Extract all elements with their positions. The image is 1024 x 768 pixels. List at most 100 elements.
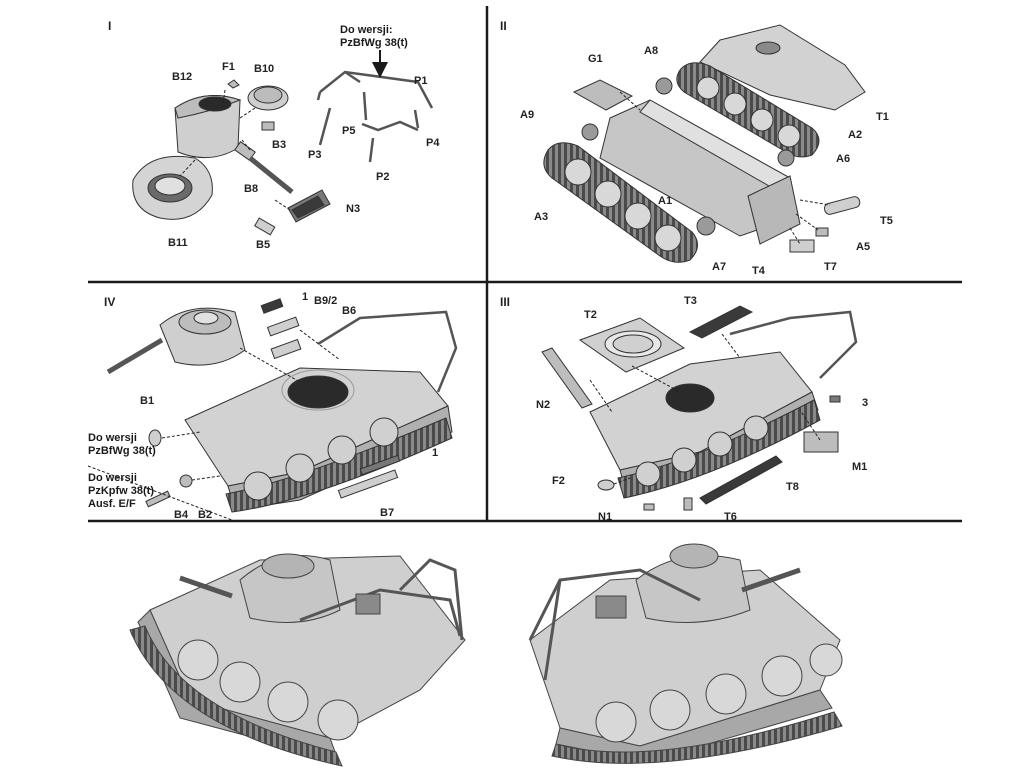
part-n3-plate: [287, 189, 331, 223]
label-b9-2: B9/2: [314, 295, 338, 307]
panel-3-hull: [589, 351, 821, 499]
part-p-supports: [318, 91, 420, 163]
part-n2: [541, 347, 593, 409]
label-b7: B7: [380, 507, 395, 519]
label-t6: T6: [724, 511, 737, 523]
part-a3-left-track: [543, 142, 698, 263]
label-a6: A6: [836, 153, 851, 165]
panel-number-2: II: [500, 19, 507, 33]
part-a6: [777, 149, 795, 167]
label-b11: B11: [168, 237, 188, 249]
part-t6: [683, 497, 693, 511]
label-b3: B3: [272, 139, 287, 151]
label-b12: B12: [172, 71, 193, 83]
panel-1-variant-note: Do wersji: PzBfWg 38(t): [340, 24, 408, 49]
label-a2: A2: [848, 129, 863, 141]
part-a7: [696, 216, 716, 236]
part-a8: [655, 77, 673, 95]
label-t1: T1: [876, 111, 889, 123]
label-1b: 1: [432, 447, 439, 459]
panel-3-antenna-frame: [729, 310, 858, 379]
label-b2: B2: [198, 509, 213, 521]
render-right-finished-tank: [528, 543, 843, 764]
label-b4: B4: [174, 509, 189, 521]
label-p1: P1: [414, 75, 428, 87]
part-b8-gun: [234, 141, 294, 194]
label-t5: T5: [880, 215, 893, 227]
part-b11-turret-ring: [132, 155, 213, 220]
panel-4-turret: [106, 307, 246, 375]
label-p2: P2: [376, 171, 390, 183]
part-b12-turret-shell: [174, 95, 242, 159]
part-b5: [254, 217, 276, 236]
part-b2: [179, 474, 193, 488]
part-a2-right-track: [676, 62, 820, 158]
label-g1: G1: [588, 53, 603, 65]
part-f1: [227, 79, 240, 89]
part-b6: [266, 316, 300, 337]
part-t2-turret-ring-plate: [578, 317, 686, 373]
label-t4: T4: [752, 265, 765, 277]
label-a3: A3: [534, 211, 549, 223]
panel-3-assembly: [541, 305, 858, 511]
label-f1: F1: [222, 61, 235, 73]
part-b10-hatch-cover: [247, 85, 289, 111]
part-f2: [597, 479, 615, 491]
label-p3: P3: [308, 149, 322, 161]
label-t2: T2: [584, 309, 597, 321]
label-p5: P5: [342, 125, 356, 137]
label-3: 3: [862, 397, 869, 409]
label-a8: A8: [644, 45, 659, 57]
panel-2-hull-parts: [543, 24, 866, 263]
label-b1: B1: [140, 395, 155, 407]
part-t8: [699, 455, 783, 505]
part-1b: [359, 454, 401, 476]
part-b6b: [270, 338, 302, 360]
label-a5: A5: [856, 241, 871, 253]
part-t3: [688, 305, 754, 339]
part-b1: [148, 429, 162, 447]
label-m1: M1: [852, 461, 868, 473]
part-a5: [815, 227, 829, 237]
label-a9: A9: [520, 109, 535, 121]
render-left-finished-tank: [129, 553, 466, 767]
panel-4-antenna-frame: [317, 310, 458, 393]
part-m1: [803, 431, 839, 453]
panel-4-note-a: Do wersji PzBfWg 38(t): [88, 432, 156, 457]
label-t7: T7: [824, 261, 837, 273]
part-b3: [261, 121, 275, 131]
label-a1: A1: [658, 195, 673, 207]
label-p4: P4: [426, 137, 440, 149]
part-a9: [581, 123, 599, 141]
part-t4-rear-plate: [747, 175, 801, 245]
part-t5-exhaust: [823, 196, 861, 215]
label-f2: F2: [552, 475, 565, 487]
label-b5: B5: [256, 239, 271, 251]
label-n3: N3: [346, 203, 361, 215]
label-t3: T3: [684, 295, 697, 307]
label-b8: B8: [244, 183, 259, 195]
panel-number-3: III: [500, 295, 511, 309]
panel-4-hull: [184, 367, 453, 513]
label-n1: N1: [598, 511, 613, 523]
part-b9-2: [260, 298, 284, 314]
panel-grid-frame: [88, 6, 962, 523]
label-n2: N2: [536, 399, 551, 411]
part-g1: [572, 79, 634, 111]
label-b10: B10: [254, 63, 275, 75]
part-n1: [643, 503, 655, 511]
panel-1-turret-parts: [132, 50, 434, 236]
part-b4: [145, 490, 171, 508]
label-a7: A7: [712, 261, 727, 273]
part-t7: [789, 239, 815, 253]
panel-4-note-b: Do wersji PzKpfw 38(t) Ausf. E/F: [88, 472, 154, 510]
panel-number-4: IV: [104, 295, 116, 309]
label-1a: 1: [302, 291, 309, 303]
label-b6: B6: [342, 305, 357, 317]
part-b7: [337, 469, 399, 499]
label-t8: T8: [786, 481, 799, 493]
panel-number-1: I: [108, 19, 112, 33]
part-3: [829, 395, 841, 403]
panel-4-assembly: [87, 298, 458, 521]
